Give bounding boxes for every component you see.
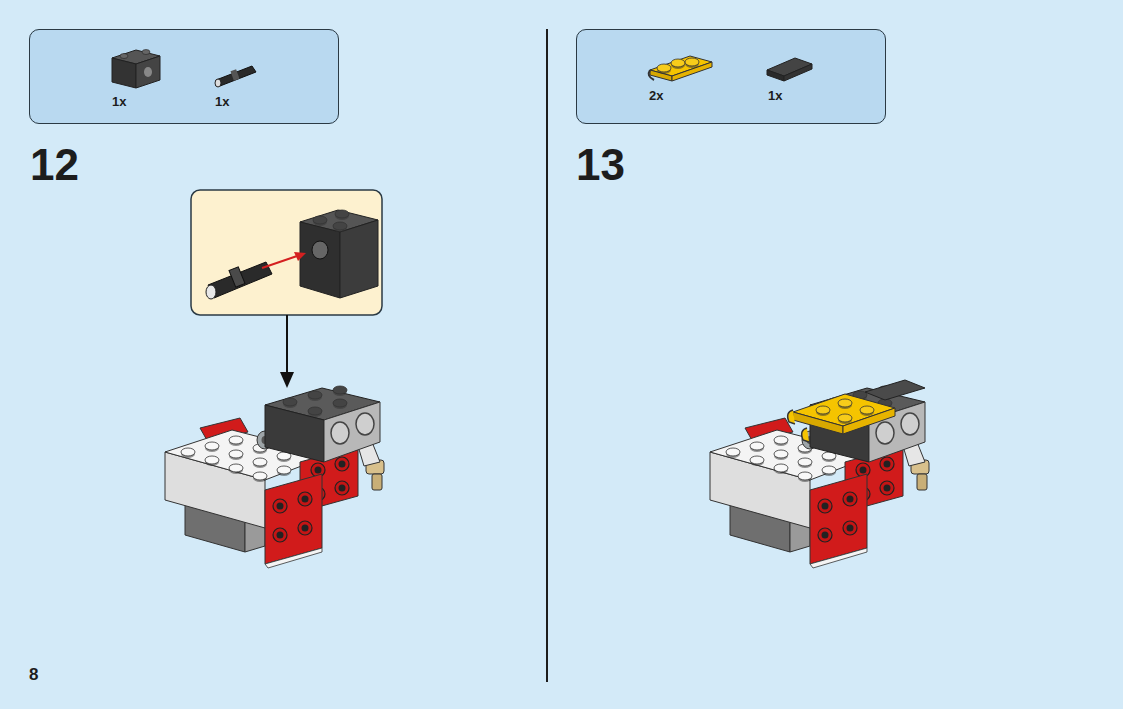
part-quantity: 1x: [112, 95, 126, 108]
parts-panel: 2x 1x: [576, 29, 886, 124]
part-quantity: 1x: [215, 95, 229, 108]
part-quantity: 1x: [768, 89, 782, 102]
step-number: 13: [576, 143, 625, 187]
part-quantity: 2x: [649, 89, 663, 102]
page-number: 8: [29, 666, 38, 683]
parts-panel: 1x 1x: [29, 29, 339, 124]
step-number: 12: [30, 143, 79, 187]
